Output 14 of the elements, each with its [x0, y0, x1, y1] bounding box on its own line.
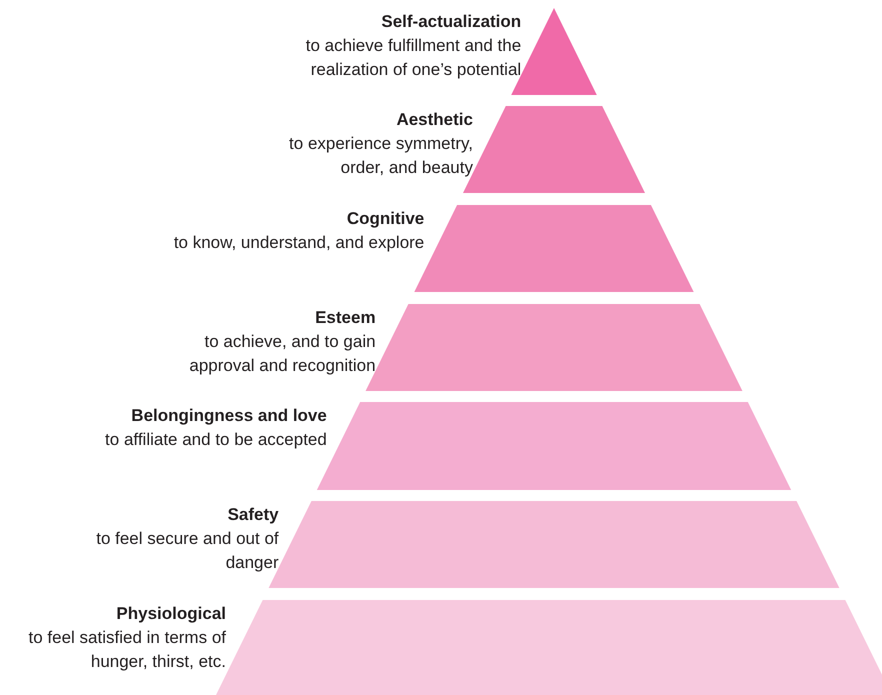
tier-description: to feel satisfied in terms of hunger, thirst, etc.: [28, 627, 226, 673]
tier-description: to feel secure and out of danger: [95, 528, 279, 574]
tier-description: to achieve fulfillment and the realization of one’s potential: [304, 35, 522, 81]
tier-description: to experience symmetry, order, and beauty: [288, 133, 473, 179]
tier-description: to know, understand, and explore: [172, 232, 424, 254]
tier-heading: Self-actualization: [380, 11, 522, 33]
tier-description: to affiliate and to be accepted: [104, 429, 327, 451]
tier-heading: Belongingness and love: [130, 405, 327, 427]
tier-heading: Esteem: [314, 307, 376, 329]
tier-heading: Aesthetic: [395, 109, 473, 131]
tier-description: to achieve, and to gain approval and recognition: [188, 331, 376, 377]
tier-heading: Safety: [226, 504, 279, 526]
tier-heading: Cognitive: [346, 208, 424, 230]
tier-heading: Physiological: [115, 603, 226, 625]
